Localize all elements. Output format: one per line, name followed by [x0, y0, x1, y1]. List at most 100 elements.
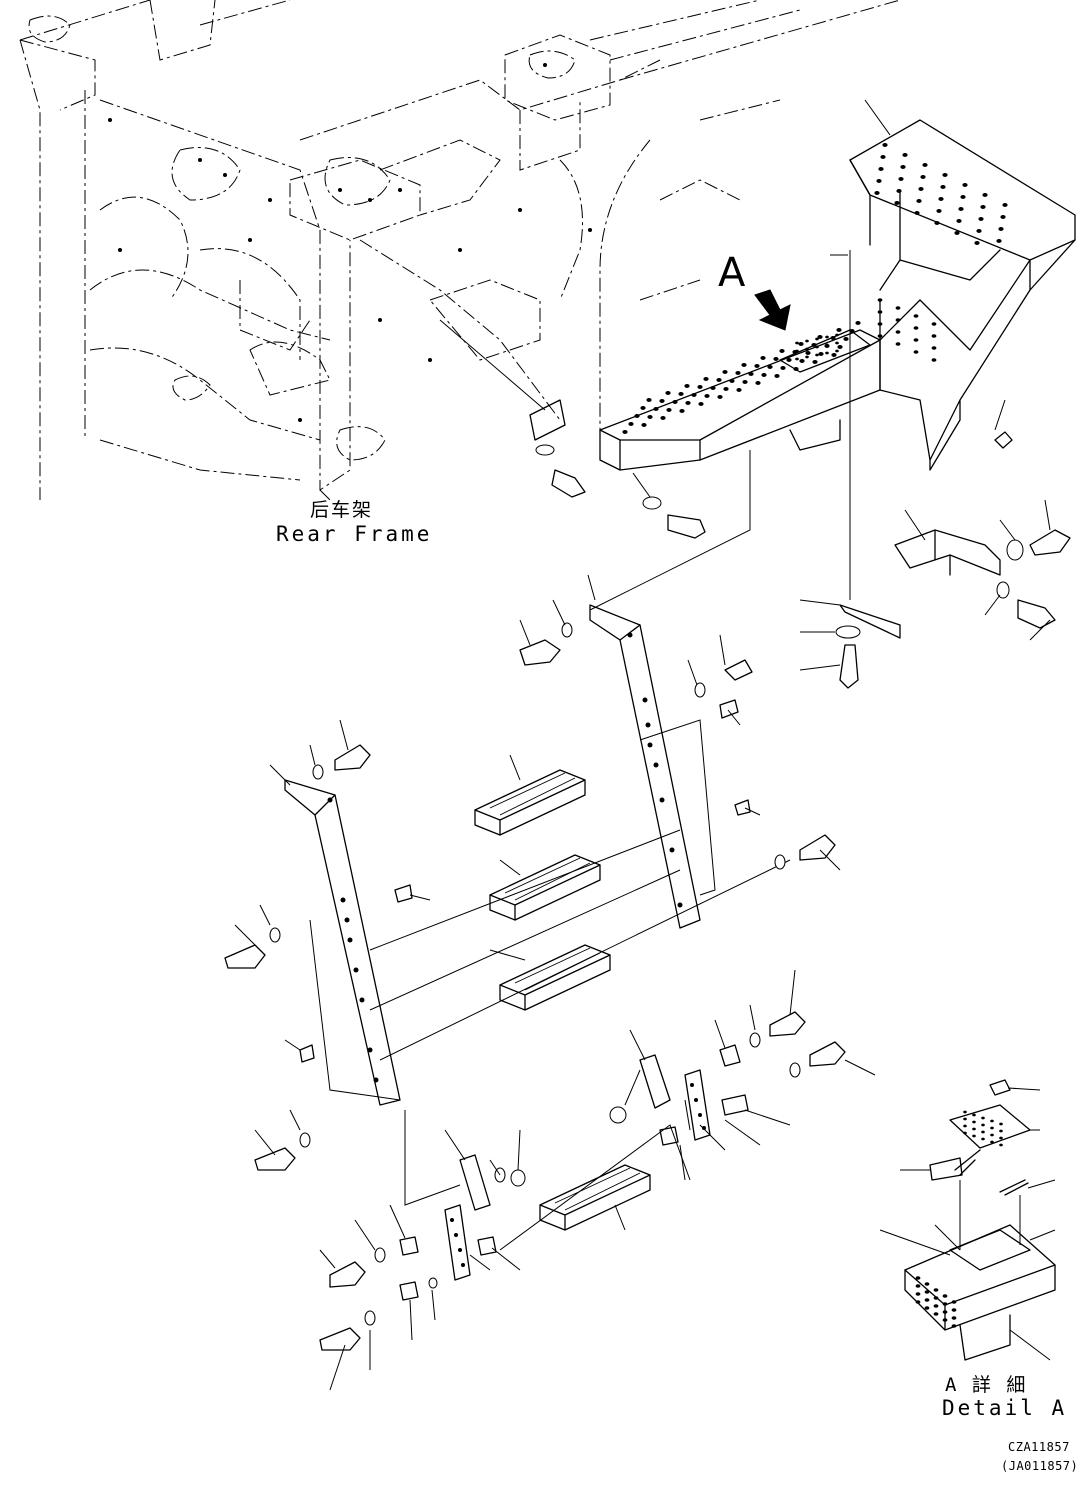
perforation-dot	[811, 343, 817, 347]
perforation-dot	[691, 393, 697, 397]
fasteners	[224, 431, 1013, 1351]
perforation-dot	[767, 365, 773, 369]
perforation-dot	[723, 387, 729, 391]
perforation-dot	[942, 1310, 948, 1314]
perforation-dot	[741, 363, 747, 367]
perforation-dot	[913, 314, 919, 318]
perforation-dot	[951, 1316, 957, 1320]
perforation-dot	[825, 335, 829, 339]
perforation-dot	[942, 1318, 948, 1322]
perforation-dot	[913, 326, 919, 330]
perforation-dot	[831, 353, 837, 357]
perforation-dot	[779, 349, 785, 353]
perforation-dot	[976, 229, 982, 233]
perforation-dot	[936, 209, 942, 213]
rear-frame-holes	[108, 63, 592, 422]
perforation-dot	[895, 306, 901, 310]
perforation-dot	[880, 155, 886, 159]
step-platform	[599, 119, 1076, 471]
perforation-dot	[915, 1276, 921, 1280]
perforation-dot	[805, 355, 809, 359]
perforation-dot	[760, 356, 766, 360]
perforation-dot	[795, 357, 799, 361]
perforation-dot	[915, 1300, 921, 1304]
perforation-dot	[835, 349, 839, 353]
perforation-dot	[640, 406, 646, 410]
perforation-dot	[855, 321, 861, 325]
perforation-dot	[815, 353, 819, 357]
perforation-dot	[902, 153, 908, 157]
perforation-dot	[931, 358, 937, 362]
perforation-dot	[761, 373, 767, 377]
perforation-dot	[963, 1124, 967, 1128]
rear-frame-label-en: Rear Frame	[276, 522, 433, 546]
perforation-dot	[920, 175, 926, 179]
perforation-dot	[972, 1134, 976, 1138]
perforation-dot	[974, 241, 980, 245]
perforation-dot	[913, 338, 919, 342]
perforation-dot	[653, 407, 659, 411]
right-stringer	[589, 604, 701, 929]
side-bracket-upper	[894, 529, 1071, 576]
step-tread-2	[489, 854, 601, 921]
perforation-dot	[982, 193, 988, 197]
perforation-dot	[962, 183, 968, 187]
view-letter-label: A	[718, 250, 746, 296]
perforation-dot	[981, 1130, 985, 1134]
perforation-dot	[795, 341, 799, 345]
perforation-dot	[924, 1306, 930, 1310]
step-tread-3	[499, 944, 611, 1011]
perforation-dot	[978, 217, 984, 221]
perforation-dot	[972, 1120, 976, 1124]
perforation-dots	[622, 143, 1008, 1328]
perforation-dot	[773, 357, 779, 361]
perforation-dot	[938, 197, 944, 201]
perforation-dot	[894, 201, 900, 205]
drawing-code-secondary: (JA011857)	[1001, 1459, 1078, 1473]
perforation-dot	[951, 1308, 957, 1312]
platform-bolt	[632, 472, 706, 539]
perforation-dot	[710, 386, 716, 390]
perforation-dot	[704, 394, 710, 398]
perforation-dot	[942, 173, 948, 177]
perforation-dot	[916, 199, 922, 203]
perforation-dot	[999, 1136, 1003, 1140]
perforation-dot	[849, 329, 855, 333]
detail-a-label-cn: A 詳 細	[945, 1374, 1028, 1396]
perforation-dot	[1000, 215, 1006, 219]
perforation-dot	[1002, 203, 1008, 207]
perforation-dot	[898, 177, 904, 181]
perforation-dot	[990, 1140, 994, 1144]
stringer-holes	[327, 632, 683, 1083]
perforation-dot	[679, 409, 685, 413]
perforation-dot	[924, 1290, 930, 1294]
perforation-dot	[963, 1131, 967, 1135]
perforation-dot	[931, 346, 937, 350]
perforation-dot	[646, 398, 652, 402]
perforation-dot	[641, 423, 647, 427]
perforation-dot	[793, 367, 799, 371]
perforation-dot	[980, 205, 986, 209]
perforation-dot	[996, 239, 1002, 243]
perforation-dot	[774, 374, 780, 378]
perforation-dot	[722, 370, 728, 374]
lower-plates	[399, 1044, 749, 1301]
perforation-dot	[818, 352, 824, 356]
perforation-dot	[703, 377, 709, 381]
perforation-dot	[960, 195, 966, 199]
perforation-dot	[815, 337, 819, 341]
perforation-dot	[915, 1292, 921, 1296]
perforation-dot	[843, 337, 849, 341]
perforation-dot	[981, 1137, 985, 1141]
perforation-dot	[951, 1300, 957, 1304]
frame-bracket	[439, 319, 586, 498]
perforation-dot	[736, 388, 742, 392]
perforation-dot	[914, 211, 920, 215]
step-tread-1	[474, 769, 586, 836]
perforation-dot	[622, 430, 628, 434]
perforation-dot	[913, 350, 919, 354]
perforation-dot	[951, 1324, 957, 1328]
assembly-leaders	[309, 450, 791, 1251]
callout-leaders	[234, 99, 1051, 1391]
